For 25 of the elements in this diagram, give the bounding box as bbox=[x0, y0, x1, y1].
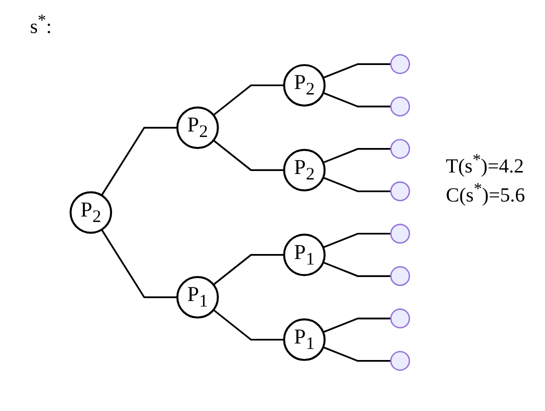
node-circle bbox=[70, 191, 112, 234]
connector bbox=[322, 232, 391, 248]
connector bbox=[212, 140, 284, 171]
node-circle bbox=[283, 64, 326, 107]
node-circle bbox=[283, 148, 326, 192]
connector bbox=[322, 92, 391, 108]
connector bbox=[212, 254, 284, 286]
connector bbox=[322, 176, 391, 192]
math-label: C(s$^{*}$)=5.6 bbox=[446, 178, 525, 208]
connector bbox=[100, 126, 178, 196]
node-circle bbox=[176, 276, 219, 319]
node-circle bbox=[176, 106, 219, 149]
tree-diagram: P$_{2}$ P$_{2}$ P$_{1}$ P$_{2}$ P$_{2}$ P$_{1}$ P$_{1}$ bbox=[60, 20, 420, 405]
connector bbox=[322, 262, 391, 277]
connector bbox=[212, 84, 284, 116]
node-circle bbox=[283, 318, 326, 361]
node-circle bbox=[283, 234, 326, 276]
connector bbox=[322, 346, 391, 362]
connector bbox=[322, 148, 391, 164]
connector bbox=[100, 229, 178, 298]
math-label: s$^{*}$: bbox=[30, 16, 52, 38]
connector bbox=[322, 63, 391, 79]
math-label: T(s$^{*}$)=4.2 bbox=[446, 150, 525, 179]
connector bbox=[322, 318, 391, 333]
connector bbox=[212, 309, 284, 341]
